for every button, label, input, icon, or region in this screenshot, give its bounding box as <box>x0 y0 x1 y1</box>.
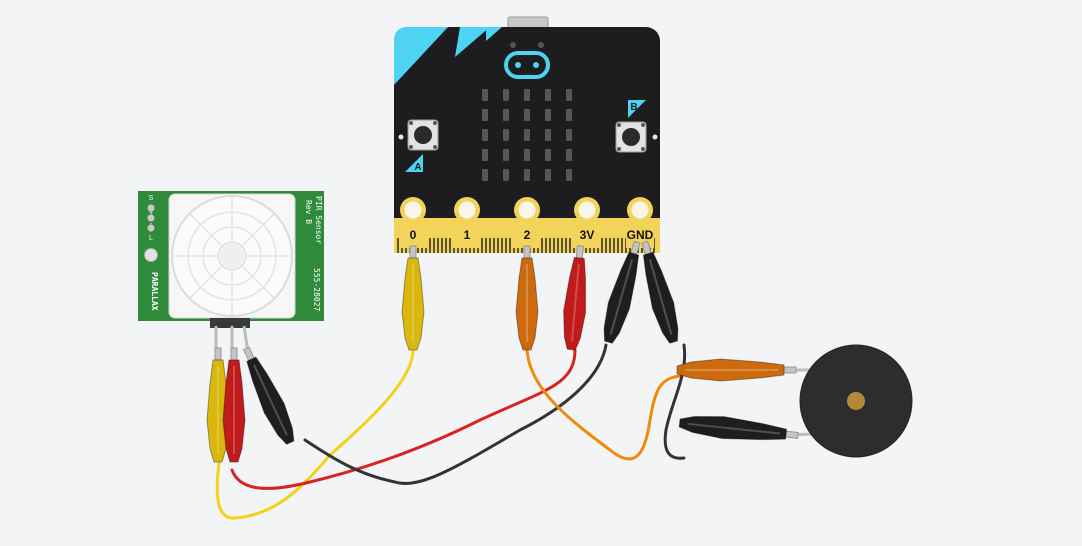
button-a[interactable]: A <box>405 119 439 173</box>
wire-orange-pin2[interactable] <box>525 348 682 461</box>
piezo-buzzer <box>768 344 913 458</box>
pir-pin-label-s: S <box>149 195 154 202</box>
pir-pin-label-l: L <box>149 235 153 242</box>
pin-label-1: 1 <box>464 228 471 242</box>
led <box>545 169 551 181</box>
wire-black-buzzer[interactable] <box>663 343 687 460</box>
pir-pin-pad <box>147 204 155 212</box>
clip-gnd-black-1[interactable] <box>598 239 648 345</box>
led <box>482 109 488 121</box>
led <box>545 149 551 161</box>
pin-label-2: 2 <box>524 228 531 242</box>
led <box>503 169 509 181</box>
led <box>524 129 530 141</box>
pir-pin-pad <box>147 214 155 222</box>
wire-yellow[interactable] <box>215 348 415 520</box>
side-hole-left <box>398 134 404 140</box>
pin-label-0: 0 <box>410 228 417 242</box>
clip-pir-yellow[interactable] <box>206 347 230 463</box>
buzzer-center <box>847 392 865 410</box>
pir-sensor: S + - L PARALLAX PIR Sensor Rev B 555-28… <box>138 191 324 353</box>
pir-header <box>210 318 250 328</box>
pir-pin-pad <box>147 224 155 232</box>
pir-pin-label-minus: - <box>150 221 153 228</box>
clip-buzzer-orange[interactable] <box>676 358 797 382</box>
wires <box>215 343 687 520</box>
led <box>524 149 530 161</box>
button-b[interactable]: B <box>615 100 647 153</box>
clip-pin2-orange[interactable] <box>515 245 539 351</box>
clip-gnd-black-2[interactable] <box>634 239 684 345</box>
led <box>524 109 530 121</box>
led <box>482 149 488 161</box>
logo-pad-right <box>538 42 544 48</box>
pin-pad-0 <box>399 222 427 248</box>
logo-dot-right <box>533 62 539 68</box>
led <box>482 129 488 141</box>
pir-lens-rings <box>172 196 292 316</box>
pin-hole-0 <box>404 201 422 219</box>
led <box>566 149 572 161</box>
pin-hole-3v <box>578 201 596 219</box>
wire-red[interactable] <box>230 348 577 490</box>
led-matrix <box>482 89 572 181</box>
wire-black-pir[interactable] <box>303 343 608 485</box>
pin-pad-3v <box>573 222 601 248</box>
pir-pin-label-plus: + <box>149 210 153 217</box>
led <box>503 89 509 101</box>
accent-stripe-1 <box>455 27 490 57</box>
led <box>503 149 509 161</box>
clip-buzzer-black[interactable] <box>678 412 799 446</box>
led <box>524 89 530 101</box>
led <box>503 129 509 141</box>
corner-accent <box>394 27 448 85</box>
pin-pad-2 <box>513 222 541 248</box>
led <box>482 89 488 101</box>
led <box>482 169 488 181</box>
led <box>566 169 572 181</box>
pir-title-line2: Rev B <box>304 200 313 224</box>
side-hole-right <box>652 134 658 140</box>
clip-pir-red[interactable] <box>222 347 246 463</box>
clip-3v-red[interactable] <box>560 245 591 351</box>
accent-stripe-2 <box>486 27 502 41</box>
led <box>524 169 530 181</box>
pin-hole-gnd <box>631 201 649 219</box>
led <box>545 129 551 141</box>
logo-dot-left <box>515 62 521 68</box>
led <box>566 89 572 101</box>
pir-part-number: 555-28027 <box>312 268 321 312</box>
led <box>545 109 551 121</box>
pin-label-gnd: GND <box>627 228 654 242</box>
pin-hole-1 <box>458 201 476 219</box>
pin-label-3v: 3V <box>580 228 595 242</box>
led <box>545 89 551 101</box>
pir-mount-hole <box>144 248 158 262</box>
clip-pin0-yellow[interactable] <box>401 245 425 351</box>
button-b-label: B <box>630 102 637 113</box>
pir-brand: PARALLAX <box>150 272 159 311</box>
microbit: A B 0 1 2 3V GND <box>394 16 660 253</box>
alligator-clips <box>206 239 799 463</box>
logo-pad-left <box>510 42 516 48</box>
pin-pad-1 <box>453 222 481 248</box>
logo-icon <box>504 51 550 79</box>
led <box>566 109 572 121</box>
pin-hole-2 <box>518 201 536 219</box>
button-a-label: A <box>414 162 421 173</box>
led <box>566 129 572 141</box>
pir-title-line1: PIR Sensor <box>314 196 323 244</box>
clip-pir-black[interactable] <box>236 344 300 448</box>
led <box>503 109 509 121</box>
